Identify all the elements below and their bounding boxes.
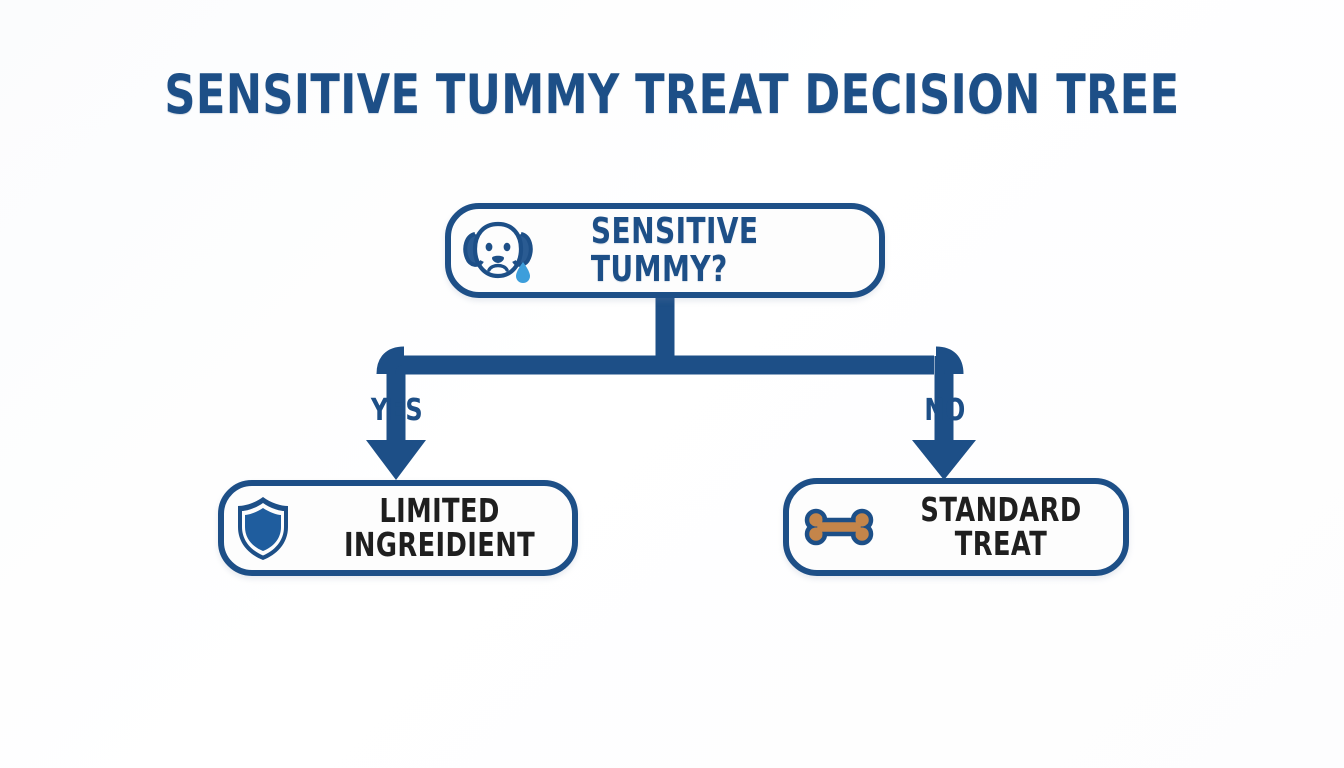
node-sensitive-tummy[interactable]: SENSITIVE TUMMY? <box>445 203 885 298</box>
node-label-sensitive-tummy: SENSITIVE TUMMY? <box>590 211 759 290</box>
branch-label-yes: YES <box>370 393 424 428</box>
node-label-limited-ingredient: LIMITED INGREIDIENT <box>344 490 536 564</box>
node-standard-treat[interactable]: STANDARD TREAT <box>783 478 1129 576</box>
bone-icon <box>803 505 875 549</box>
connector-corner-right <box>935 346 964 375</box>
node-label-standard-treat: STANDARD TREAT <box>920 489 1082 563</box>
sad-dog-face-icon <box>461 218 535 284</box>
node-limited-ingredient[interactable]: LIMITED INGREIDIENT <box>218 480 578 576</box>
arrowhead-no-icon <box>912 440 976 480</box>
arrowhead-yes-icon <box>366 440 426 480</box>
branch-label-no: NO <box>924 393 966 428</box>
shield-icon <box>233 494 293 562</box>
page-title: SENSITIVE TUMMY TREAT DECISION TREE <box>164 63 1180 126</box>
connector-corner-left <box>376 346 405 375</box>
